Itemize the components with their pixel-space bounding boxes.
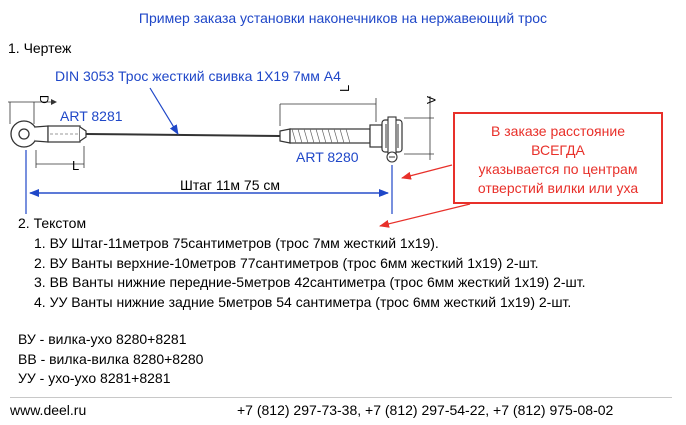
overall-length-dimension — [25, 150, 393, 214]
cable-callout-leader — [149, 87, 179, 135]
dimension-l-right-label: L — [337, 84, 352, 92]
terminal-legend: ВУ - вилка-ухо 8280+8281 ВВ - вилка-вилк… — [18, 330, 203, 389]
notice-line-2: ВСЕГДА — [531, 142, 585, 158]
notice-line-4: отверстий вилки или уха — [477, 180, 639, 196]
notice-line-1: В заказе расстояние — [491, 123, 625, 139]
dimension-a-label: A — [424, 96, 438, 105]
dimension-lines — [8, 96, 434, 168]
list-item: 2. ВУ Ванты верхние-10метров 77сантиметр… — [34, 254, 539, 271]
notice-line-3: указывается по центрам — [478, 161, 638, 177]
footer-divider — [10, 397, 672, 398]
dimension-l-left-label: L — [72, 158, 80, 173]
list-item: 1. ВУ Штаг-11метров 75сантиметров (трос … — [34, 235, 439, 251]
notice-arrow-bottom — [379, 203, 471, 228]
order-list: 1. ВУ Штаг-11метров 75сантиметров (трос … — [34, 234, 586, 312]
notice-box: В заказе расстояние ВСЕГДА указывается п… — [453, 112, 663, 204]
list-item: 3. ВВ Ванты нижние передние-5метров 42са… — [34, 274, 586, 290]
cable-callout-label: DIN 3053 Трос жесткий свивка 1Х19 7мм А4 — [55, 68, 341, 84]
legend-item: ВВ - вилка-вилка 8280+8280 — [18, 350, 204, 367]
legend-item: ВУ - вилка-ухо 8280+8281 — [18, 331, 187, 347]
page-title: Пример заказа установки наконечников на … — [138, 10, 548, 26]
legend-item: УУ - ухо-ухо 8281+8281 — [18, 370, 171, 386]
fork-terminal-8280 — [279, 116, 403, 163]
section-drawing-heading: 1. Чертеж — [8, 40, 72, 56]
notice-arrow-top — [401, 164, 453, 180]
dimension-d-label: D — [37, 95, 51, 104]
art-8280-label: ART 8280 — [296, 149, 359, 165]
website-link[interactable]: www.deel.ru — [10, 402, 87, 418]
wire-rope — [85, 133, 281, 137]
stay-length-label: Штаг 11м 75 см — [180, 177, 281, 193]
list-item: 4. УУ Ванты нижние задние 5метров 54 сан… — [34, 293, 572, 310]
phone-numbers: +7 (812) 297-73-38, +7 (812) 297-54-22, … — [237, 402, 614, 418]
art-8281-label: ART 8281 — [60, 108, 123, 124]
section-text-heading: 2. Текстом — [18, 215, 87, 231]
eye-terminal-8281 — [10, 120, 87, 148]
